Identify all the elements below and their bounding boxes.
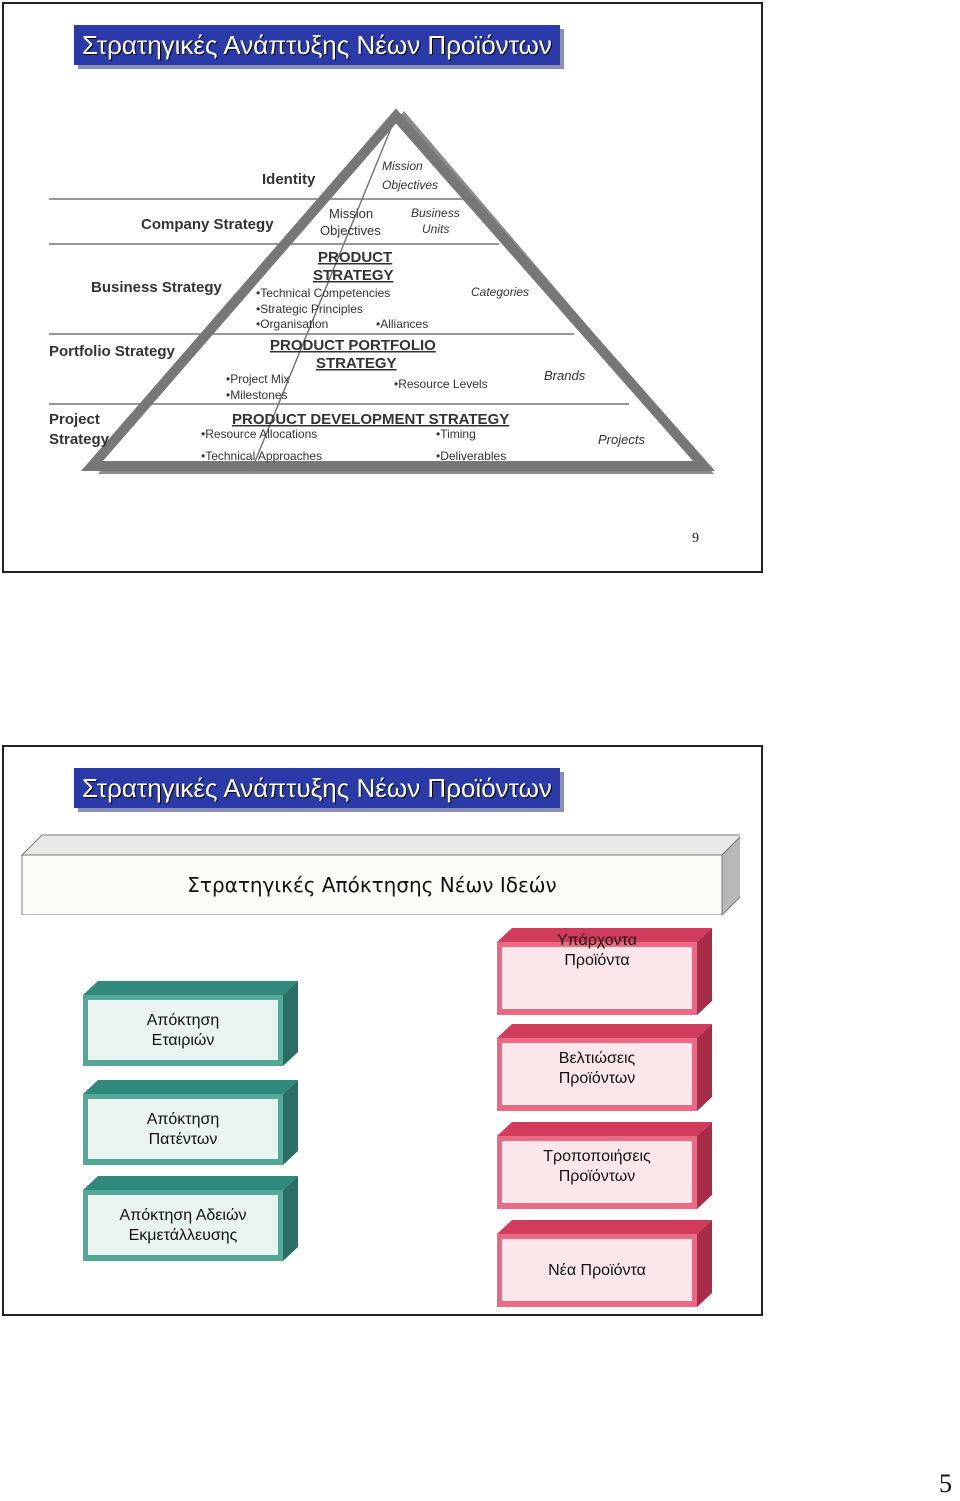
label-categories: Categories — [471, 285, 529, 299]
ideas-banner-shape — [20, 834, 740, 915]
item-timing: •Timing — [436, 427, 476, 441]
box-acquire-companies: Απόκτηση Εταιριών — [82, 980, 304, 1070]
box-product-improvements: Βελτιώσεις Προϊόντων — [496, 1023, 718, 1115]
level-business-strategy: Business Strategy — [91, 279, 223, 296]
box-acquire-licenses: Απόκτηση Αδειών Εκμετάλλευσης — [82, 1175, 304, 1265]
slide-1-title: Στρατηγικές Ανάπτυξης Νέων Προϊόντων — [82, 30, 552, 60]
level-project: Project — [49, 411, 100, 428]
item-technical-competencies: •Technical Competencies — [256, 286, 390, 300]
slide-2-title-banner: Στρατηγικές Ανάπτυξης Νέων Προϊόντων — [74, 768, 560, 808]
item-project-mix: •Project Mix — [226, 372, 290, 386]
business-label: Business — [411, 206, 460, 220]
box-existing-products-line2: Προϊόντα — [564, 952, 630, 969]
box-acquire-companies-line2: Εταιριών — [151, 1031, 215, 1049]
box-acquire-licenses-line1: Απόκτηση Αδειών — [119, 1206, 247, 1224]
box-acquire-companies-line1: Απόκτηση — [146, 1011, 220, 1029]
level-project-strategy: Strategy — [49, 431, 110, 448]
level-company-strategy: Company Strategy — [141, 216, 274, 233]
level-identity: Identity — [262, 171, 316, 188]
units-label: Units — [422, 222, 449, 236]
portfolio-title-2: STRATEGY — [316, 355, 397, 372]
box-product-modifications: Τροποποιήσεις Προϊόντων — [496, 1121, 718, 1213]
pyramid-outline — [81, 108, 716, 471]
slide-1-page-number: 9 — [692, 531, 699, 546]
slide-1-title-banner: Στρατηγικές Ανάπτυξης Νέων Προϊόντων — [74, 25, 560, 65]
box-acquire-patents: Απόκτηση Πατέντων — [82, 1079, 304, 1169]
identity-mission: Mission — [382, 159, 423, 173]
box-acquire-patents-line1: Απόκτηση — [146, 1110, 220, 1128]
inner-diagonal — [253, 115, 397, 465]
identity-objectives: Objectives — [382, 178, 438, 192]
company-objectives: Objectives — [320, 223, 381, 238]
item-resource-levels: •Resource Levels — [394, 377, 488, 391]
portfolio-title-1: PRODUCT PORTFOLIO — [270, 337, 436, 354]
development-title: PRODUCT DEVELOPMENT STRATEGY — [232, 411, 509, 428]
item-alliances: •Alliances — [376, 317, 428, 331]
box-new-products: Νέα Προϊόντα — [496, 1219, 718, 1311]
ideas-banner: Στρατηγικές Απόκτησης Νέων Ιδεών — [187, 873, 557, 897]
corner-page-number: 5 — [939, 1469, 952, 1498]
slide-2: Στρατηγικές Ανάπτυξης Νέων Προϊόντων Στρ… — [2, 745, 763, 1316]
item-strategic-principles: •Strategic Principles — [256, 302, 363, 316]
slide-2-title: Στρατηγικές Ανάπτυξης Νέων Προϊόντων — [82, 773, 552, 803]
product-strategy-title-1: PRODUCT — [318, 249, 392, 266]
box-existing-products: Υπάρχοντα Προϊόντα — [496, 927, 718, 1019]
box-new-products-line1: Νέα Προϊόντα — [548, 1261, 646, 1279]
level-portfolio-strategy: Portfolio Strategy — [49, 343, 176, 360]
item-resource-allocations: •Resource Allocations — [201, 427, 317, 441]
box-acquire-licenses-line2: Εκμετάλλευσης — [128, 1226, 238, 1244]
box-product-modifications-line1: Τροποποιήσεις — [543, 1148, 651, 1165]
strategy-pyramid-diagram: Identity Company Strategy Business Strat… — [49, 108, 716, 474]
item-milestones: •Milestones — [226, 388, 288, 402]
item-organisation: •Organisation — [256, 317, 328, 331]
item-technical-approaches: •Technical Approaches — [201, 449, 322, 463]
company-mission: Mission — [329, 206, 373, 221]
slide-1: Στρατηγικές Ανάπτυξης Νέων Προϊόντων Ide… — [2, 2, 763, 573]
label-projects: Projects — [598, 432, 645, 447]
label-brands: Brands — [544, 368, 586, 383]
box-acquire-patents-line2: Πατέντων — [148, 1130, 218, 1148]
box-product-improvements-line2: Προϊόντων — [558, 1070, 636, 1087]
item-deliverables: •Deliverables — [436, 449, 506, 463]
box-product-improvements-line1: Βελτιώσεις — [558, 1050, 636, 1067]
box-existing-products-line1: Υπάρχοντα — [556, 932, 638, 949]
product-strategy-title-2: STRATEGY — [313, 267, 394, 284]
box-product-modifications-line2: Προϊόντων — [558, 1168, 636, 1185]
